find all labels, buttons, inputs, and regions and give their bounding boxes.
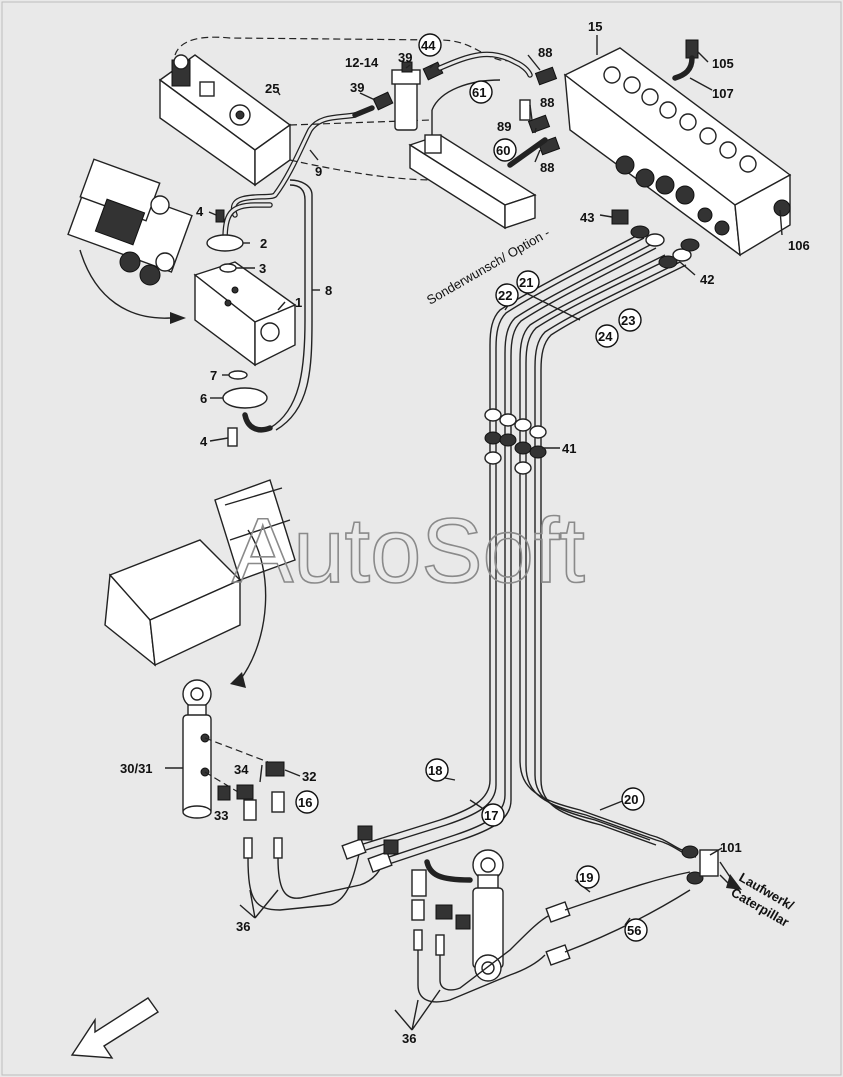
control-valve (563, 47, 792, 257)
label-24: 24 (598, 329, 613, 344)
label-32: 32 (302, 769, 316, 784)
oring-7 (228, 370, 248, 380)
label-3: 3 (259, 261, 266, 276)
label-4b: 4 (200, 434, 208, 449)
fitting-34 (236, 784, 254, 800)
direction-arrow (70, 997, 160, 1059)
label-30-31: 30/31 (120, 761, 153, 776)
fittings-42 (630, 225, 700, 269)
fitting-16 (271, 791, 285, 813)
label-16: 16 (298, 795, 312, 810)
fitting-88b (527, 114, 551, 134)
cylinder-left (182, 679, 212, 819)
label-22: 22 (498, 288, 512, 303)
fitting-r1 (411, 869, 427, 897)
label-25: 25 (265, 81, 279, 96)
label-101: 101 (720, 840, 742, 855)
label-43: 43 (580, 210, 594, 225)
label-106: 106 (788, 238, 810, 253)
label-21: 21 (519, 275, 533, 290)
frame-bar (408, 134, 537, 230)
fitting-32 (265, 761, 285, 777)
fitting-89 (519, 99, 531, 121)
hydraulic-pump (67, 158, 193, 324)
option-text: Sonderwunsch/ Option - (424, 225, 552, 308)
label-33: 33 (214, 808, 228, 823)
label-60: 60 (496, 143, 510, 158)
label-2: 2 (260, 236, 267, 251)
label-4a: 4 (196, 204, 204, 219)
bolt-4b (227, 427, 238, 447)
fitting-43 (611, 209, 629, 225)
label-6: 6 (200, 391, 207, 406)
fitting-88a (534, 66, 558, 86)
label-42: 42 (700, 272, 714, 287)
hydraulic-tank (158, 54, 292, 187)
label-18: 18 (428, 763, 442, 778)
oring-3 (219, 263, 237, 273)
gear-pump (193, 261, 297, 367)
fitting-39a (372, 91, 394, 111)
return-filter (391, 61, 421, 131)
label-19: 19 (579, 870, 593, 885)
label-8: 8 (325, 283, 332, 298)
label-15: 15 (588, 19, 602, 34)
label-61: 61 (472, 85, 486, 100)
fitting-33 (217, 785, 231, 801)
label-23: 23 (621, 313, 635, 328)
flange-2 (206, 234, 244, 252)
label-105: 105 (712, 56, 734, 71)
label-1: 1 (295, 295, 302, 310)
label-39b: 39 (398, 50, 412, 65)
fitting-39b (422, 61, 444, 81)
label-34: 34 (234, 762, 249, 777)
label-88c: 88 (540, 160, 554, 175)
label-41: 41 (562, 441, 576, 456)
fittings-41 (484, 408, 547, 475)
cylinder-right (472, 849, 504, 982)
watermark: AutoSoft (232, 500, 585, 602)
label-36a: 36 (236, 919, 250, 934)
label-17: 17 (484, 808, 498, 823)
flange-6 (222, 387, 268, 409)
label-12-14: 12-14 (345, 55, 379, 70)
bucket (104, 479, 296, 667)
label-88a: 88 (538, 45, 552, 60)
label-89: 89 (497, 119, 511, 134)
label-9: 9 (315, 164, 322, 179)
bolt-4 (215, 209, 225, 223)
label-36b: 36 (402, 1031, 416, 1046)
circled-labels (295, 33, 648, 942)
label-39a: 39 (350, 80, 364, 95)
swing-arrow (239, 529, 267, 681)
label-44: 44 (421, 38, 436, 53)
label-88b: 88 (540, 95, 554, 110)
label-7: 7 (210, 368, 217, 383)
fitting-101 (681, 845, 719, 885)
label-107: 107 (712, 86, 734, 101)
label-20: 20 (624, 792, 638, 807)
valve-spools (603, 66, 757, 236)
label-56: 56 (627, 923, 641, 938)
